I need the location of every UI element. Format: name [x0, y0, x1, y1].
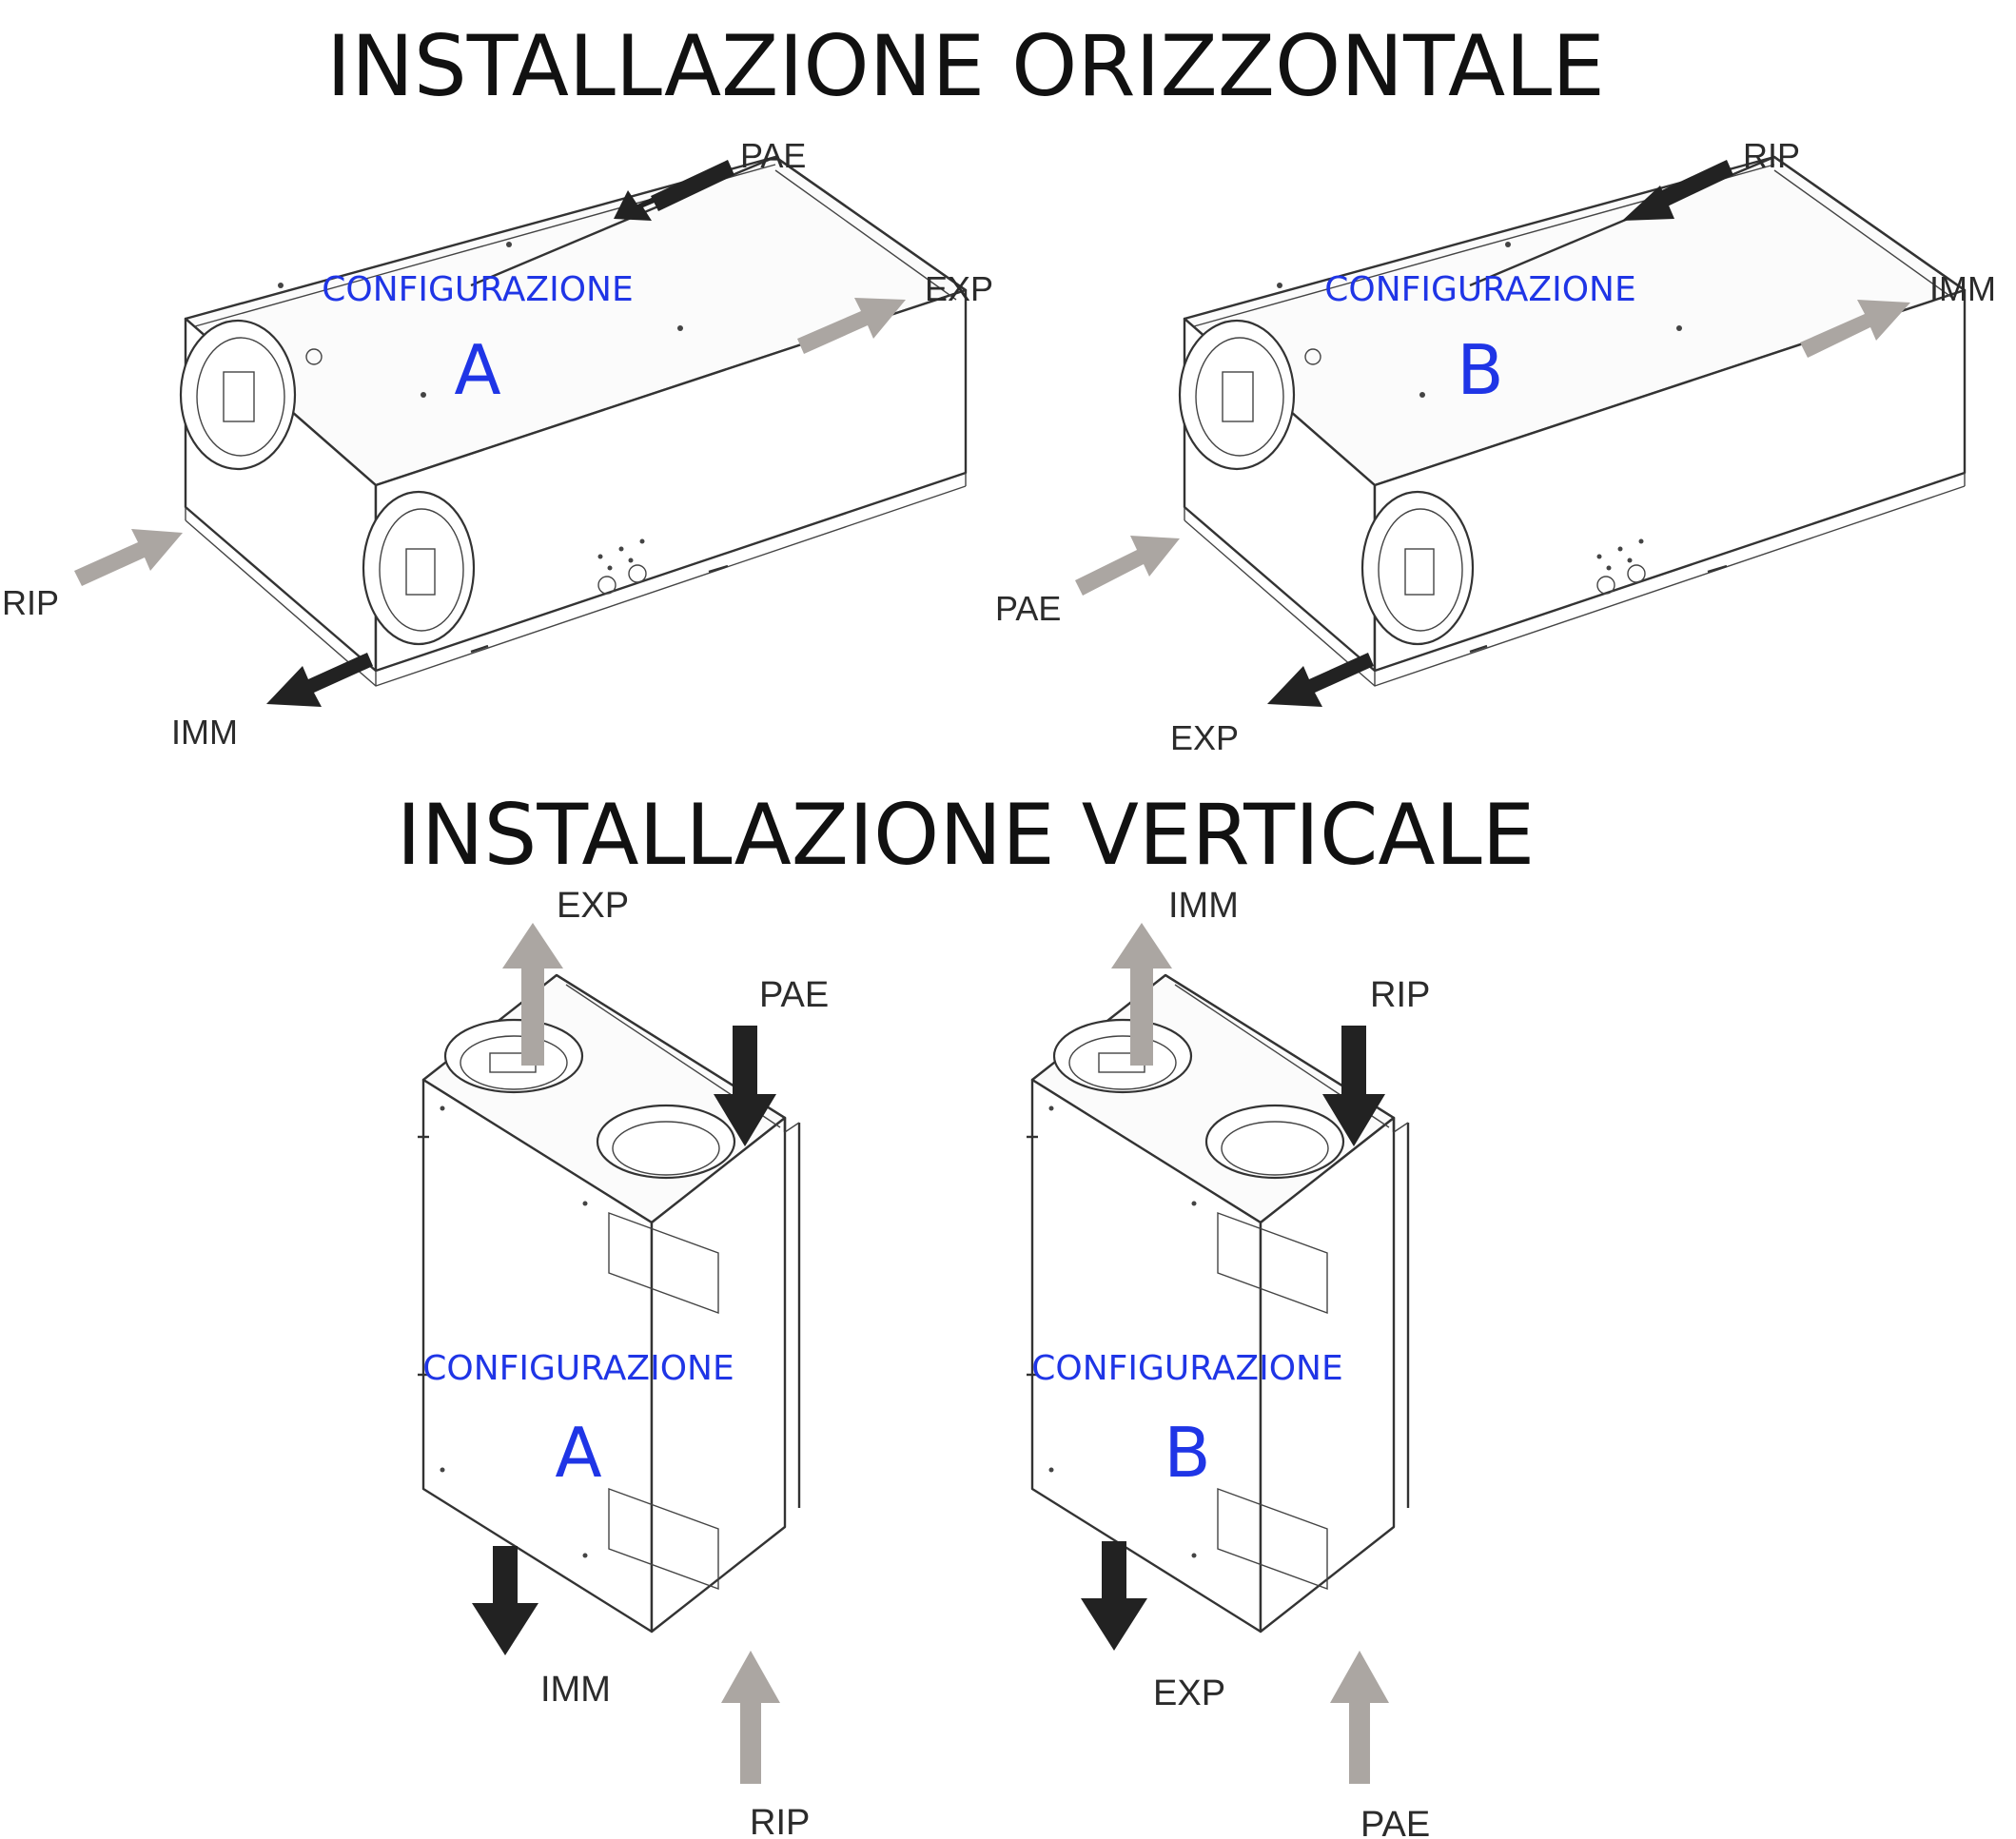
config-letter-v-a: A [555, 1413, 601, 1493]
arrow-h-b-top-head [1622, 186, 1674, 221]
arrow-h-a-left [74, 529, 183, 586]
vertical-config-a: EXP PAE IMM RIP CONFIGURAZIONE A [416, 886, 829, 1839]
arrow-v-b-up [1111, 923, 1172, 1066]
label-h-a-bottom: IMM [171, 713, 238, 752]
vertical-config-b: IMM RIP EXP PAE CONFIGURAZIONE B [1025, 886, 1430, 1839]
label-v-a-in-bottom: RIP [750, 1803, 810, 1839]
arrow-v-a-out-bottom [472, 1546, 538, 1655]
arrow-v-b-in-bottom [1330, 1651, 1389, 1784]
arrow-h-b-right [1800, 300, 1910, 358]
label-h-a-right: EXP [925, 269, 993, 308]
arrow-v-b-down-in [1322, 1026, 1385, 1146]
arrow-v-a-down-in [714, 1026, 776, 1146]
config-letter-h-b: B [1457, 330, 1503, 410]
arrow-h-b-bottom [1267, 653, 1374, 707]
label-v-b-out-bottom: EXP [1153, 1673, 1225, 1713]
label-h-b-right: IMM [1929, 269, 1996, 308]
label-v-a-up: EXP [557, 886, 629, 926]
title-horizontal: INSTALLAZIONE ORIZZONTALE [326, 17, 1605, 115]
config-letter-v-b: B [1164, 1413, 1210, 1493]
label-v-b-down-in: RIP [1370, 975, 1430, 1015]
label-h-b-bottom: EXP [1170, 718, 1239, 757]
arrow-h-b-top [1650, 160, 1733, 211]
arrow-v-b-out-bottom [1081, 1541, 1147, 1651]
label-h-b-left: PAE [995, 589, 1061, 628]
config-label-v-a: CONFIGURAZIONE [422, 1349, 734, 1388]
arrow-h-a-bottom [266, 653, 373, 707]
label-h-a-top: PAE [740, 136, 806, 175]
label-v-a-out-bottom: IMM [540, 1670, 611, 1710]
horizontal-unit-a-drawing [179, 155, 968, 688]
horizontal-unit-b-drawing [1178, 155, 1967, 688]
arrow-v-a-up [502, 923, 563, 1066]
label-v-a-down-in: PAE [759, 975, 829, 1015]
config-label-h-b: CONFIGURAZIONE [1324, 270, 1635, 309]
config-label-v-b: CONFIGURAZIONE [1031, 1349, 1342, 1388]
arrow-v-a-in-bottom [721, 1651, 780, 1784]
label-v-b-in-bottom: PAE [1360, 1805, 1430, 1839]
arrow-h-a-top-body [651, 160, 734, 211]
config-letter-h-a: A [454, 330, 500, 410]
arrow-h-a-right [797, 298, 906, 354]
label-h-b-top: RIP [1743, 136, 1800, 175]
arrow-h-b-left [1075, 536, 1180, 596]
horizontal-config-a: PAE EXP RIP IMM CONFIGURAZIONE A [2, 136, 993, 752]
label-v-b-up: IMM [1168, 886, 1239, 926]
label-h-a-left: RIP [2, 583, 59, 622]
title-vertical: INSTALLAZIONE VERTICALE [397, 786, 1535, 884]
config-label-h-a: CONFIGURAZIONE [322, 270, 633, 309]
horizontal-config-b: RIP IMM PAE EXP CONFIGURAZIONE B [995, 136, 1996, 757]
